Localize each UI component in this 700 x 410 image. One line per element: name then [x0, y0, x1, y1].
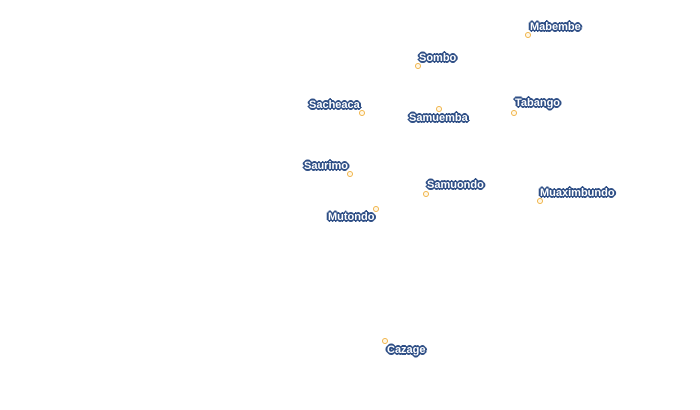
place-label-muaximbundo: Muaximbundo [540, 187, 615, 199]
place-marker-tabango[interactable] [511, 110, 517, 116]
place-label-samuemba: Samuemba [409, 112, 468, 124]
place-marker-mabembe[interactable] [525, 32, 531, 38]
place-marker-samuemba[interactable] [436, 106, 442, 112]
place-marker-samuondo[interactable] [423, 191, 429, 197]
place-marker-sombo[interactable] [415, 63, 421, 69]
place-label-samuondo: Samuondo [427, 179, 484, 191]
place-label-sombo: Sombo [419, 52, 457, 64]
place-marker-saurimo[interactable] [347, 171, 353, 177]
place-marker-cazage[interactable] [382, 338, 388, 344]
place-label-cazage: Cazage [387, 344, 426, 356]
place-label-tabango: Tabango [515, 97, 561, 109]
place-marker-muaximbundo[interactable] [537, 198, 543, 204]
place-marker-sacheaca[interactable] [359, 110, 365, 116]
place-label-mutondo: Mutondo [328, 211, 375, 223]
place-label-sacheaca: Sacheaca [309, 99, 360, 111]
place-label-mabembe: Mabembe [530, 21, 581, 33]
place-label-saurimo: Saurimo [304, 160, 349, 172]
place-marker-mutondo[interactable] [373, 206, 379, 212]
